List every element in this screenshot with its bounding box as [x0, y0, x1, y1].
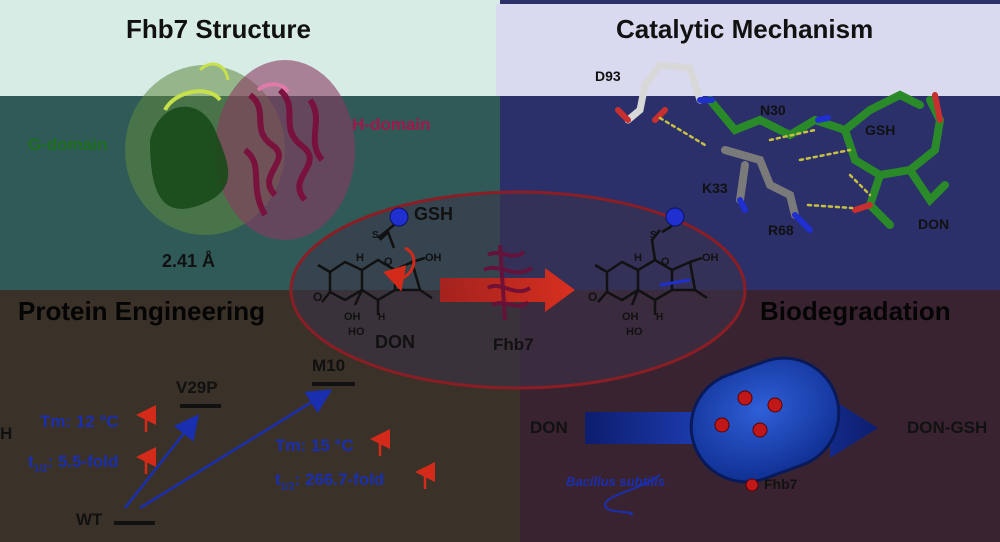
engineering-title: Protein Engineering: [18, 296, 266, 326]
atom-ketone-o-right: O: [588, 290, 598, 304]
residue-d93: D93: [595, 68, 621, 84]
engineering-graph: [114, 382, 435, 525]
resolution-label: 2.41 Å: [162, 251, 216, 271]
edge-h-label: H: [0, 424, 13, 443]
don-gsh-structure-right: [594, 229, 708, 315]
tm-v29p-label: Tm: 12 °C: [40, 412, 119, 431]
atom-stereo-h-right: H: [656, 312, 664, 323]
residue-r68: R68: [768, 222, 794, 238]
atom-ketone-o-left: O: [313, 290, 323, 304]
bio-don-label: DON: [530, 418, 568, 437]
gsh-sulfur-left: [389, 207, 409, 227]
tm-m10-label: Tm: 15 °C: [275, 436, 354, 455]
protein-structure-illustration: [125, 60, 355, 240]
atom-oh-mid-left: OH: [344, 311, 361, 323]
attack-arrow: [383, 246, 416, 292]
atom-ho-left: HO: [348, 326, 365, 338]
atom-oh-mid-right: OH: [622, 311, 639, 323]
atom-h-left: H: [356, 252, 364, 264]
atom-stereo-h-left: H: [378, 312, 386, 323]
half-life-v29p-label: t1/2: 5.5-fold: [28, 452, 119, 475]
atom-ho-right: HO: [626, 326, 643, 338]
half-life-m10-label: t1/2: 266.7-fold: [275, 470, 385, 493]
bacillus-label: Bacillus subtilis: [566, 474, 665, 489]
s-bond-left: [377, 224, 395, 239]
s-bond-right: [661, 224, 673, 234]
g-domain-label: G-domain: [28, 135, 108, 154]
sulfur-label-left: S: [372, 230, 379, 241]
v29p-label: V29P: [176, 378, 218, 397]
sulfur-label-right: S: [650, 230, 657, 241]
residue-k33: K33: [702, 180, 728, 196]
fhb7-enzyme-icon: [483, 244, 534, 321]
h-domain-label: H-domain: [352, 115, 431, 134]
mechanism-gsh-label: GSH: [865, 122, 896, 138]
gsh-sulfur-right: [665, 207, 685, 227]
atom-o-left: O: [384, 256, 393, 268]
product-blue-bond: [659, 278, 691, 287]
fhb7-legend-label: Fhb7: [764, 476, 798, 492]
atom-oh-top-left: OH: [425, 252, 442, 264]
residue-n30: N30: [760, 102, 786, 118]
atom-h-right: H: [634, 252, 642, 264]
reaction-fhb7-label: Fhb7: [493, 335, 534, 354]
reaction-don-label: DON: [375, 332, 415, 352]
atom-oh-top-right: OH: [702, 252, 719, 264]
atom-o-right: O: [661, 256, 670, 268]
mechanism-don-label: DON: [918, 216, 950, 232]
wt-label: WT: [76, 510, 103, 529]
biodegradation-title: Biodegradation: [760, 296, 951, 326]
bio-product-label: DON-GSH: [907, 418, 988, 437]
mechanism-title: Catalytic Mechanism: [616, 14, 874, 44]
m10-label: M10: [312, 356, 346, 375]
structure-title: Fhb7 Structure: [126, 14, 311, 44]
reaction-gsh-label: GSH: [414, 204, 454, 224]
active-site-sticks: [615, 61, 949, 233]
biodegradation-illustration: [585, 356, 878, 516]
mechanism-title-band: [496, 4, 1000, 96]
